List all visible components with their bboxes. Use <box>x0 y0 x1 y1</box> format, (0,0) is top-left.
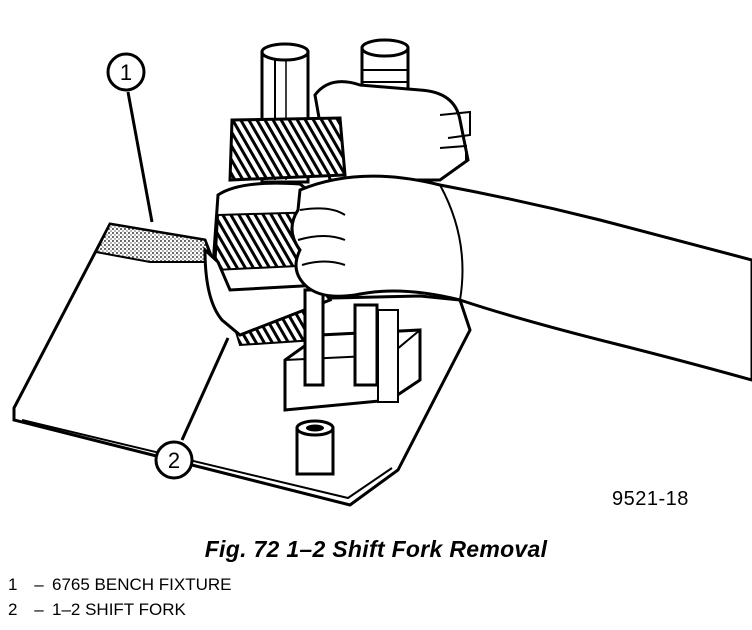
legend-item-text: 6765 BENCH FIXTURE <box>52 575 232 594</box>
legend-item-number: 2 <box>8 600 18 619</box>
rear-housing <box>313 80 471 182</box>
upper-gear <box>228 116 347 182</box>
dowel-pin <box>295 419 335 476</box>
bench-fixture-plate <box>12 222 472 507</box>
callout-1-number: 1 <box>120 60 132 85</box>
legend-item-number: 1 <box>8 575 18 594</box>
leader-line-1 <box>126 91 154 223</box>
figure-caption: Fig. 72 1–2 Shift Fork Removal <box>204 536 548 562</box>
hand <box>290 174 752 382</box>
legend: 1–6765 BENCH FIXTURE 2–1–2 SHIFT FORK <box>8 572 232 622</box>
legend-item-dash: – <box>34 575 44 594</box>
technical-illustration: 1 2 <box>12 38 752 507</box>
legend-item: 1–6765 BENCH FIXTURE <box>8 572 232 597</box>
leader-line-2 <box>180 337 230 441</box>
legend-item: 2–1–2 SHIFT FORK <box>8 597 232 622</box>
legend-item-text: 1–2 SHIFT FORK <box>52 600 186 619</box>
figure-id: 9521-18 <box>612 488 689 510</box>
callout-2: 2 <box>154 440 194 480</box>
legend-item-dash: – <box>34 600 44 619</box>
callout-2-number: 2 <box>168 448 180 473</box>
callout-1: 1 <box>106 52 146 92</box>
